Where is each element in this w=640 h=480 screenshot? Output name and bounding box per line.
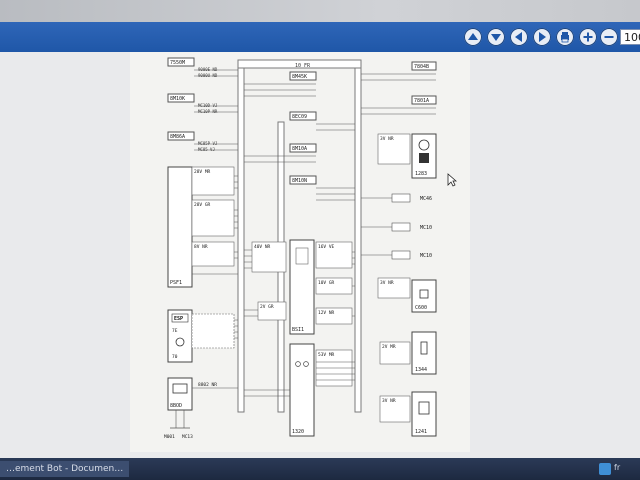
mouse-cursor-icon: [447, 173, 457, 187]
wire-label: MC85 VJ: [198, 147, 215, 152]
temperature-icon: [420, 341, 428, 355]
parking-icon: [418, 139, 430, 151]
bsi-section: 2V GR: [260, 304, 274, 310]
zoom-in-icon[interactable]: [579, 28, 597, 46]
os-taskbar: …ement Bot - Documen… fr: [0, 458, 640, 480]
bsi-box[interactable]: BSI1 40V NR 16V VE 10V GR 12V NR 2V GR: [244, 239, 355, 335]
center-box-label: 8M45K: [292, 74, 307, 80]
psf-section: 28V MR: [194, 169, 211, 175]
bsi-section: 16V VE: [318, 244, 335, 250]
battery-icon: [172, 383, 188, 394]
bottom-code: 8802 NR: [198, 382, 217, 388]
component-1344[interactable]: 1344 2V MR: [379, 331, 437, 375]
endpoint-mc46[interactable]: MC46: [361, 193, 432, 203]
component-1241[interactable]: 1241 3V NR: [379, 391, 437, 437]
tray-language[interactable]: fr: [614, 463, 621, 472]
zoom-down-icon[interactable]: [487, 28, 505, 46]
wire-label: 9000E ND: [198, 67, 218, 72]
center-connector-4[interactable]: 8M10N: [289, 175, 355, 201]
window-top-bar: [0, 0, 640, 22]
harness-top: [237, 59, 362, 69]
center-box-label: 8EC09: [292, 114, 307, 120]
psf-label: PSF1: [170, 280, 182, 286]
component-c600[interactable]: C600 3V NR: [377, 277, 437, 313]
battery-code: 8BOD: [170, 403, 182, 409]
left-box-label: 8M10K: [170, 96, 185, 102]
taskbar-window-item[interactable]: …ement Bot - Documen…: [0, 461, 130, 477]
psf-section: 28V GR: [194, 202, 211, 208]
right-connector-1[interactable]: 7804B: [361, 61, 437, 81]
zoom-up-icon[interactable]: [464, 28, 482, 46]
bsi-section: 10V GR: [318, 280, 335, 286]
bsi-section: 40V NR: [254, 244, 271, 250]
brake-icon: [175, 337, 185, 347]
viewer-toolbar: 100: [0, 22, 640, 52]
endpoint-mc10-b[interactable]: MC10: [361, 250, 432, 260]
harness-bar-right: [354, 59, 362, 413]
center-connector-3[interactable]: 8M10A: [244, 143, 317, 163]
component-section: 3V NR: [382, 398, 396, 404]
left-box-label: 7550M: [170, 60, 185, 66]
connector-icon: [419, 289, 429, 299]
left-box-label: 8M86A: [170, 134, 185, 140]
lower-block-1320[interactable]: 1320 53V MR: [244, 343, 355, 437]
psf-fuse-box[interactable]: PSF1 28V MR 28V GR 8V NR: [167, 166, 238, 288]
bsi-label: BSI1: [292, 327, 304, 333]
component-1283[interactable]: 1283 3V NR: [377, 133, 437, 179]
wire-label: MC10P NR: [198, 109, 218, 114]
sensor-icon: [418, 401, 430, 415]
battery-module[interactable]: 8BOD 8802 NR M001 MC13: [164, 377, 238, 440]
esp-code: 7E: [172, 328, 178, 334]
top-label: 10 FR: [295, 63, 311, 69]
component-section: 3V NR: [380, 280, 394, 286]
right-box-label: 7804B: [414, 64, 429, 70]
component-label: 1283: [415, 171, 427, 177]
component-label: 1344: [415, 367, 427, 373]
esp-label: ESP: [174, 316, 183, 322]
component-section: 2V MR: [382, 344, 396, 350]
screen: 100 10 FR 7550M 9000E ND 9000U ND 8M10K …: [0, 0, 640, 458]
wiring-diagram[interactable]: 10 FR 7550M 9000E ND 9000U ND 8M10K MC10…: [130, 52, 470, 452]
component-section: 3V NR: [380, 136, 394, 142]
harness-bar-left: [237, 59, 245, 413]
endpoint-label: MC10: [420, 253, 432, 259]
wire-label: MC85P VJ: [198, 141, 217, 146]
component-label: C600: [415, 305, 427, 311]
center-box-label: 8M10N: [292, 178, 307, 184]
endpoint-label: MC46: [420, 196, 432, 202]
ground-label: M001: [164, 434, 175, 440]
center-connector-1[interactable]: 8M45K: [244, 71, 317, 97]
esp-module[interactable]: ESP 7E 70: [167, 309, 238, 363]
prev-icon[interactable]: [510, 28, 528, 46]
lower-block-label: 1320: [292, 429, 304, 435]
center-box-label: 8M10A: [292, 146, 307, 152]
zoom-input[interactable]: 100: [620, 29, 640, 45]
right-connector-2[interactable]: 7801A: [361, 95, 437, 115]
center-connector-2[interactable]: 8EC09: [289, 111, 355, 131]
next-icon[interactable]: [533, 28, 551, 46]
zoom-out-icon[interactable]: [600, 28, 618, 46]
lower-block-section: 53V MR: [318, 352, 335, 358]
right-box-label: 7801A: [414, 98, 429, 104]
left-connector-3[interactable]: 8M86A MC85P VJ MC85 VJ: [167, 131, 238, 152]
component-label: 1241: [415, 429, 427, 435]
fuel-icon: [419, 153, 429, 163]
wire-label: 9000U ND: [198, 73, 218, 78]
ground-label: MC13: [182, 434, 193, 440]
endpoint-label: MC10: [420, 225, 432, 231]
esp-sub: 70: [172, 354, 178, 360]
bsi-section: 12V NR: [318, 310, 335, 316]
endpoint-mc10-a[interactable]: MC10: [361, 222, 432, 232]
left-connector-2[interactable]: 8M10K MC10D VJ MC10P NR: [167, 93, 238, 114]
left-connector-1[interactable]: 7550M 9000E ND 9000U ND: [167, 57, 238, 78]
psf-section: 8V NR: [194, 244, 208, 250]
wire-label: MC10D VJ: [198, 103, 217, 108]
tray-app-icon[interactable]: [598, 462, 612, 476]
print-icon[interactable]: [556, 28, 574, 46]
